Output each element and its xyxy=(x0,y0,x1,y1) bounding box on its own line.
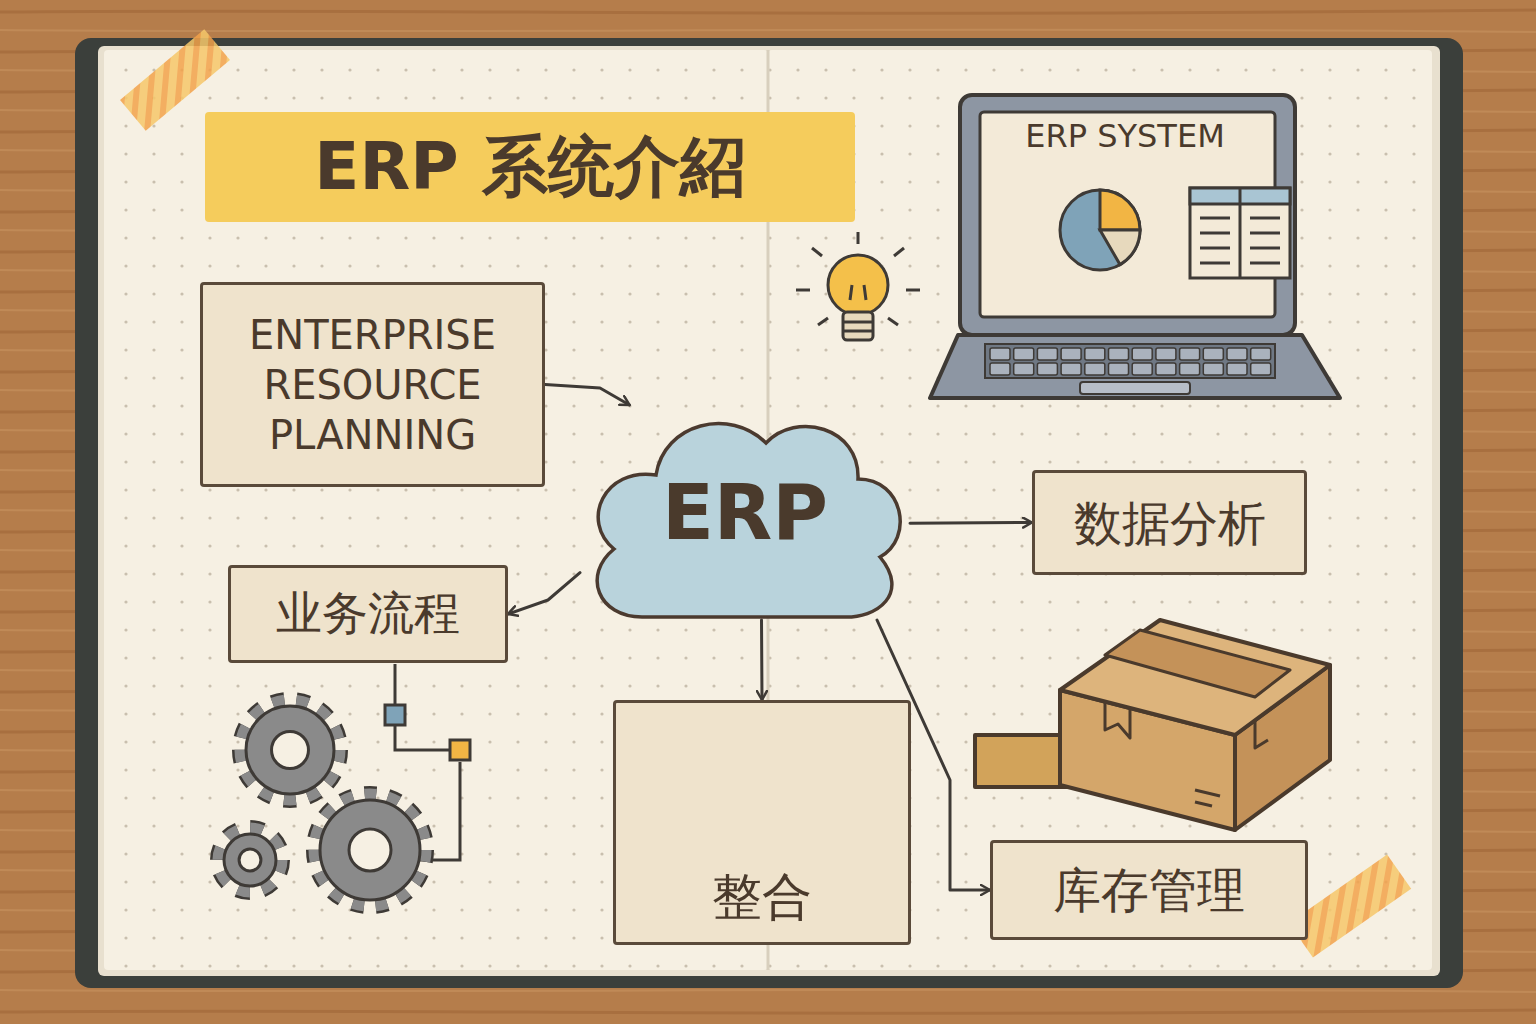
table-line xyxy=(1250,262,1280,265)
key xyxy=(990,348,1010,360)
key xyxy=(1085,348,1105,360)
gear-teeth-outline xyxy=(314,794,426,906)
cardboard-box xyxy=(975,620,1330,830)
key xyxy=(1109,363,1129,375)
box-label: 数据分析 xyxy=(1074,493,1266,553)
dot-grid xyxy=(104,50,1432,970)
key xyxy=(1132,363,1152,375)
key xyxy=(1180,348,1200,360)
gear-teeth-outline xyxy=(240,700,340,800)
module-box: 库存管理 xyxy=(990,840,1308,940)
notebook-cover xyxy=(75,38,1463,988)
gear-body xyxy=(320,800,420,900)
box-label: 库存管理 xyxy=(1053,860,1245,920)
key xyxy=(1061,363,1081,375)
gear-body xyxy=(246,706,334,794)
gear-hole xyxy=(239,849,261,871)
key xyxy=(1132,348,1152,360)
key xyxy=(1061,348,1081,360)
cloud-shape xyxy=(597,424,900,618)
key xyxy=(1109,348,1129,360)
gear-teeth xyxy=(240,700,340,800)
table-line xyxy=(1250,232,1280,235)
key xyxy=(1227,363,1247,375)
lightbulb xyxy=(796,232,920,340)
key xyxy=(1203,363,1223,375)
title-text: ERP 系统介紹 xyxy=(314,126,745,209)
box-label: ENTERPRISE RESOURCE PLANNING xyxy=(217,310,528,460)
box-label: 整合 xyxy=(712,866,812,929)
key xyxy=(1180,363,1200,375)
key xyxy=(1085,363,1105,375)
gear-teeth xyxy=(218,828,282,892)
key xyxy=(990,363,1010,375)
gear-hole xyxy=(349,829,391,871)
gears xyxy=(218,700,426,906)
key xyxy=(1037,363,1057,375)
table-line xyxy=(1250,247,1280,250)
cloud-label: ERP xyxy=(662,465,828,560)
gear-hole xyxy=(272,732,309,769)
key xyxy=(1014,348,1034,360)
gear-body xyxy=(224,834,276,886)
key xyxy=(1203,348,1223,360)
arrow-connector xyxy=(508,573,580,614)
laptop xyxy=(930,95,1340,398)
erp-cloud: ERP xyxy=(580,405,910,620)
box-label: 业务流程 xyxy=(276,585,460,643)
table-line xyxy=(1200,247,1230,250)
title-box: ERP 系统介紹 xyxy=(205,112,855,222)
gear-teeth-outline xyxy=(218,828,282,892)
arrow-connector xyxy=(545,385,630,406)
key xyxy=(1251,363,1271,375)
process-square xyxy=(385,705,405,725)
table-line xyxy=(1250,217,1280,220)
gear-teeth xyxy=(314,794,426,906)
arrow-connector xyxy=(760,620,764,700)
key xyxy=(1156,348,1176,360)
key xyxy=(1227,348,1247,360)
arrow-connector xyxy=(910,521,1032,525)
table-line xyxy=(1200,232,1230,235)
title-band xyxy=(205,112,855,222)
page-edges xyxy=(98,46,1440,976)
screen-label-text: ERP SYSTEM xyxy=(990,116,1260,156)
key xyxy=(1251,348,1271,360)
module-box: 业务流程 xyxy=(228,565,508,663)
process-square xyxy=(450,740,470,760)
screen-label: ERP SYSTEM xyxy=(990,116,1260,156)
key xyxy=(1156,363,1176,375)
definition-box: ENTERPRISE RESOURCE PLANNING xyxy=(200,282,545,487)
table-line xyxy=(1200,217,1230,220)
module-box: 整合 xyxy=(613,700,911,945)
table-line xyxy=(1200,262,1230,265)
key xyxy=(1037,348,1057,360)
module-box: 数据分析 xyxy=(1032,470,1307,575)
key xyxy=(1014,363,1034,375)
